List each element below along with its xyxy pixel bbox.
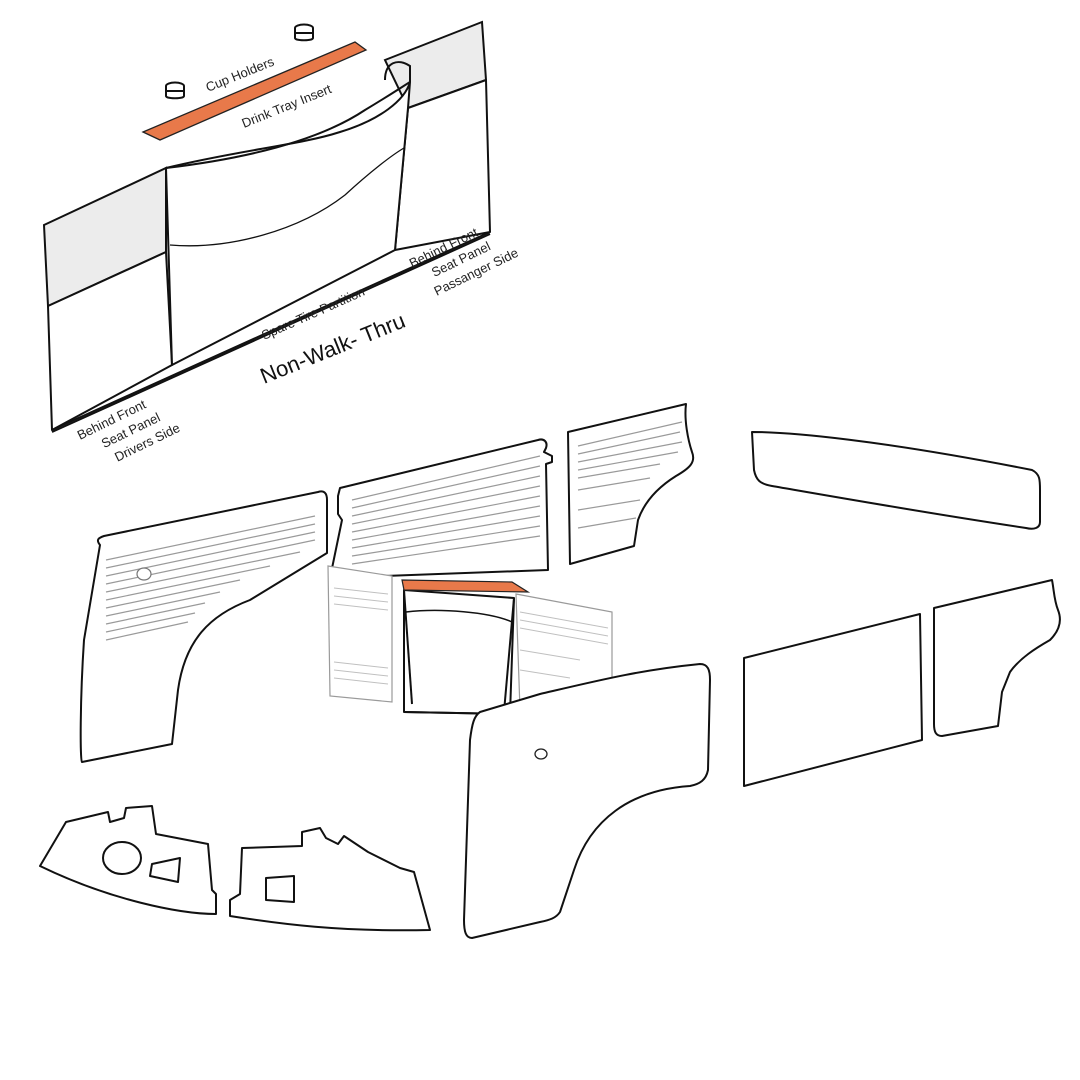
front-kick-panel-left (39, 805, 217, 915)
right-panel-hole (534, 748, 548, 760)
faded-partition-right (515, 593, 613, 711)
floor-line-lower (51, 233, 491, 433)
faded-partition-left (327, 565, 393, 703)
partition-mid-curve (169, 147, 405, 247)
partition-top-curve (165, 81, 411, 169)
spare-tire-partition-panel (165, 81, 411, 366)
cup-holder-icon-left (165, 81, 185, 100)
rear-center-panel (329, 438, 553, 579)
left-panel-hole (136, 567, 152, 581)
rear-right-panel (567, 403, 695, 565)
front-kick-panel-right (229, 827, 431, 932)
floor-line (51, 231, 491, 431)
small-partition-frame (401, 579, 531, 715)
rear-right-quarter-panel (933, 579, 1061, 737)
rectangular-side-panel (743, 613, 923, 787)
kick-panel-round-hole (102, 841, 142, 875)
panel-set (39, 403, 1061, 939)
left-quarter-panel (79, 490, 328, 763)
partition-curl (384, 61, 411, 82)
long-upper-panel (751, 431, 1041, 530)
partition-assembly: Cup Holders Drink Tray Insert Spare Tire… (42, 20, 521, 465)
cup-holder-icon-right (294, 23, 314, 42)
small-drink-tray-insert (401, 579, 531, 593)
kick-panel-square-hole-left (149, 857, 181, 883)
drink-tray-insert (141, 41, 368, 141)
kick-panel-square-hole-right (265, 875, 295, 903)
right-quarter-panel (463, 663, 711, 939)
